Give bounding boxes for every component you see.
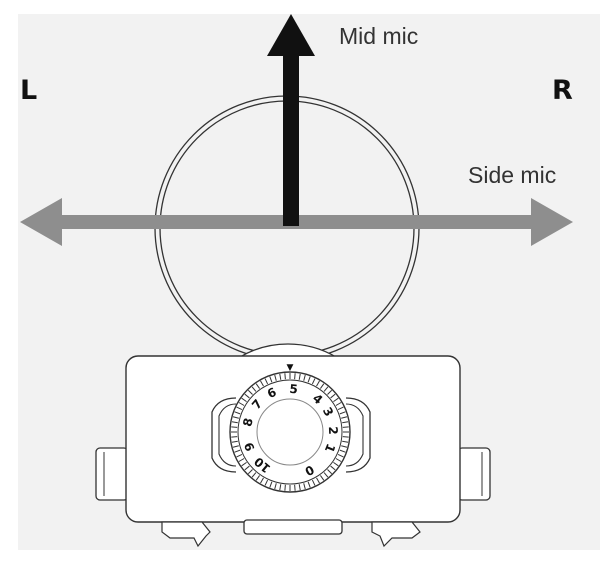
bottom-connector <box>161 519 421 548</box>
mid-mic-label: Mid mic <box>339 23 418 49</box>
right-channel-label: R <box>552 75 573 106</box>
dial-number-8: 8 <box>240 417 256 428</box>
side-mic-label: Side mic <box>468 162 556 188</box>
dial-knurl <box>231 373 349 491</box>
left-channel-label: L <box>20 75 37 106</box>
dial-right-guard <box>345 397 371 473</box>
right-side-knob <box>457 447 491 501</box>
mic-neck <box>237 343 339 358</box>
dial-pointer-icon: ▼ <box>287 363 294 373</box>
dial-number-5: 5 <box>289 382 299 397</box>
left-side-knob <box>95 447 129 501</box>
dial-left-guard <box>211 397 237 473</box>
mid-mic-arrow <box>267 14 315 226</box>
dial-number-2: 2 <box>326 426 340 435</box>
